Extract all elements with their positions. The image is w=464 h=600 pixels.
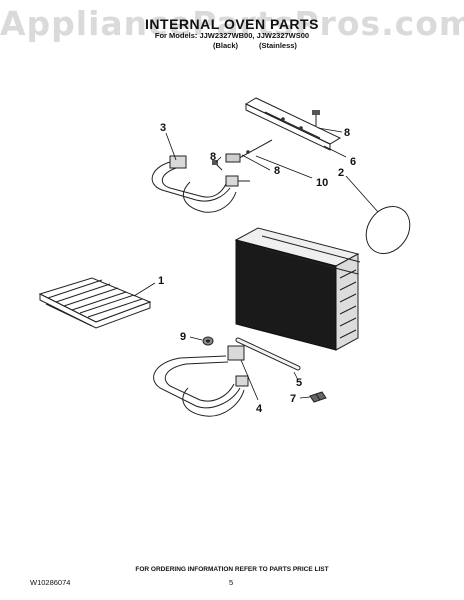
oven-rack (38, 277, 152, 329)
screw-top (312, 110, 320, 126)
element-clip (309, 391, 327, 403)
finish-black-label: (Black) (213, 41, 239, 50)
bake-element (153, 345, 249, 417)
oven-cavity (234, 227, 361, 351)
bake-element-shield (235, 337, 301, 371)
model-numbers: For Models: JJW2327WB00, JJW2327WS00 (154, 31, 310, 40)
callout-10: 10 (316, 177, 328, 189)
callout-2: 2 (338, 167, 344, 179)
oven-sensor (225, 139, 273, 163)
finish-stainless-label: (Stainless) (259, 41, 297, 50)
page-number: 5 (229, 578, 234, 587)
leader-lines (133, 127, 379, 401)
callout-6: 6 (350, 156, 356, 168)
callout-5: 5 (296, 377, 302, 389)
document-number: W10286074 (30, 578, 71, 587)
callout-8-sensor: 8 (274, 165, 280, 177)
broil-element (151, 155, 250, 213)
page-title: INTERNAL OVEN PARTS (145, 16, 319, 32)
callout-9: 9 (180, 331, 186, 343)
callout-labels: 3 8 8 10 8 6 2 1 9 4 5 7 (158, 122, 356, 415)
callout-7: 7 (290, 393, 296, 405)
callout-3: 3 (160, 122, 166, 134)
callout-8-middle: 8 (210, 151, 216, 163)
watermark: AppliancePartsPros.com (0, 4, 464, 43)
callout-1: 1 (158, 275, 164, 287)
ordering-note: FOR ORDERING INFORMATION REFER TO PARTS … (135, 566, 329, 573)
oven-light-gasket (365, 206, 411, 254)
grommet (202, 336, 214, 346)
callout-8-top: 8 (344, 127, 350, 139)
callout-4: 4 (256, 403, 263, 415)
screw-middle (212, 160, 223, 171)
vent-trim-bar (244, 97, 342, 151)
